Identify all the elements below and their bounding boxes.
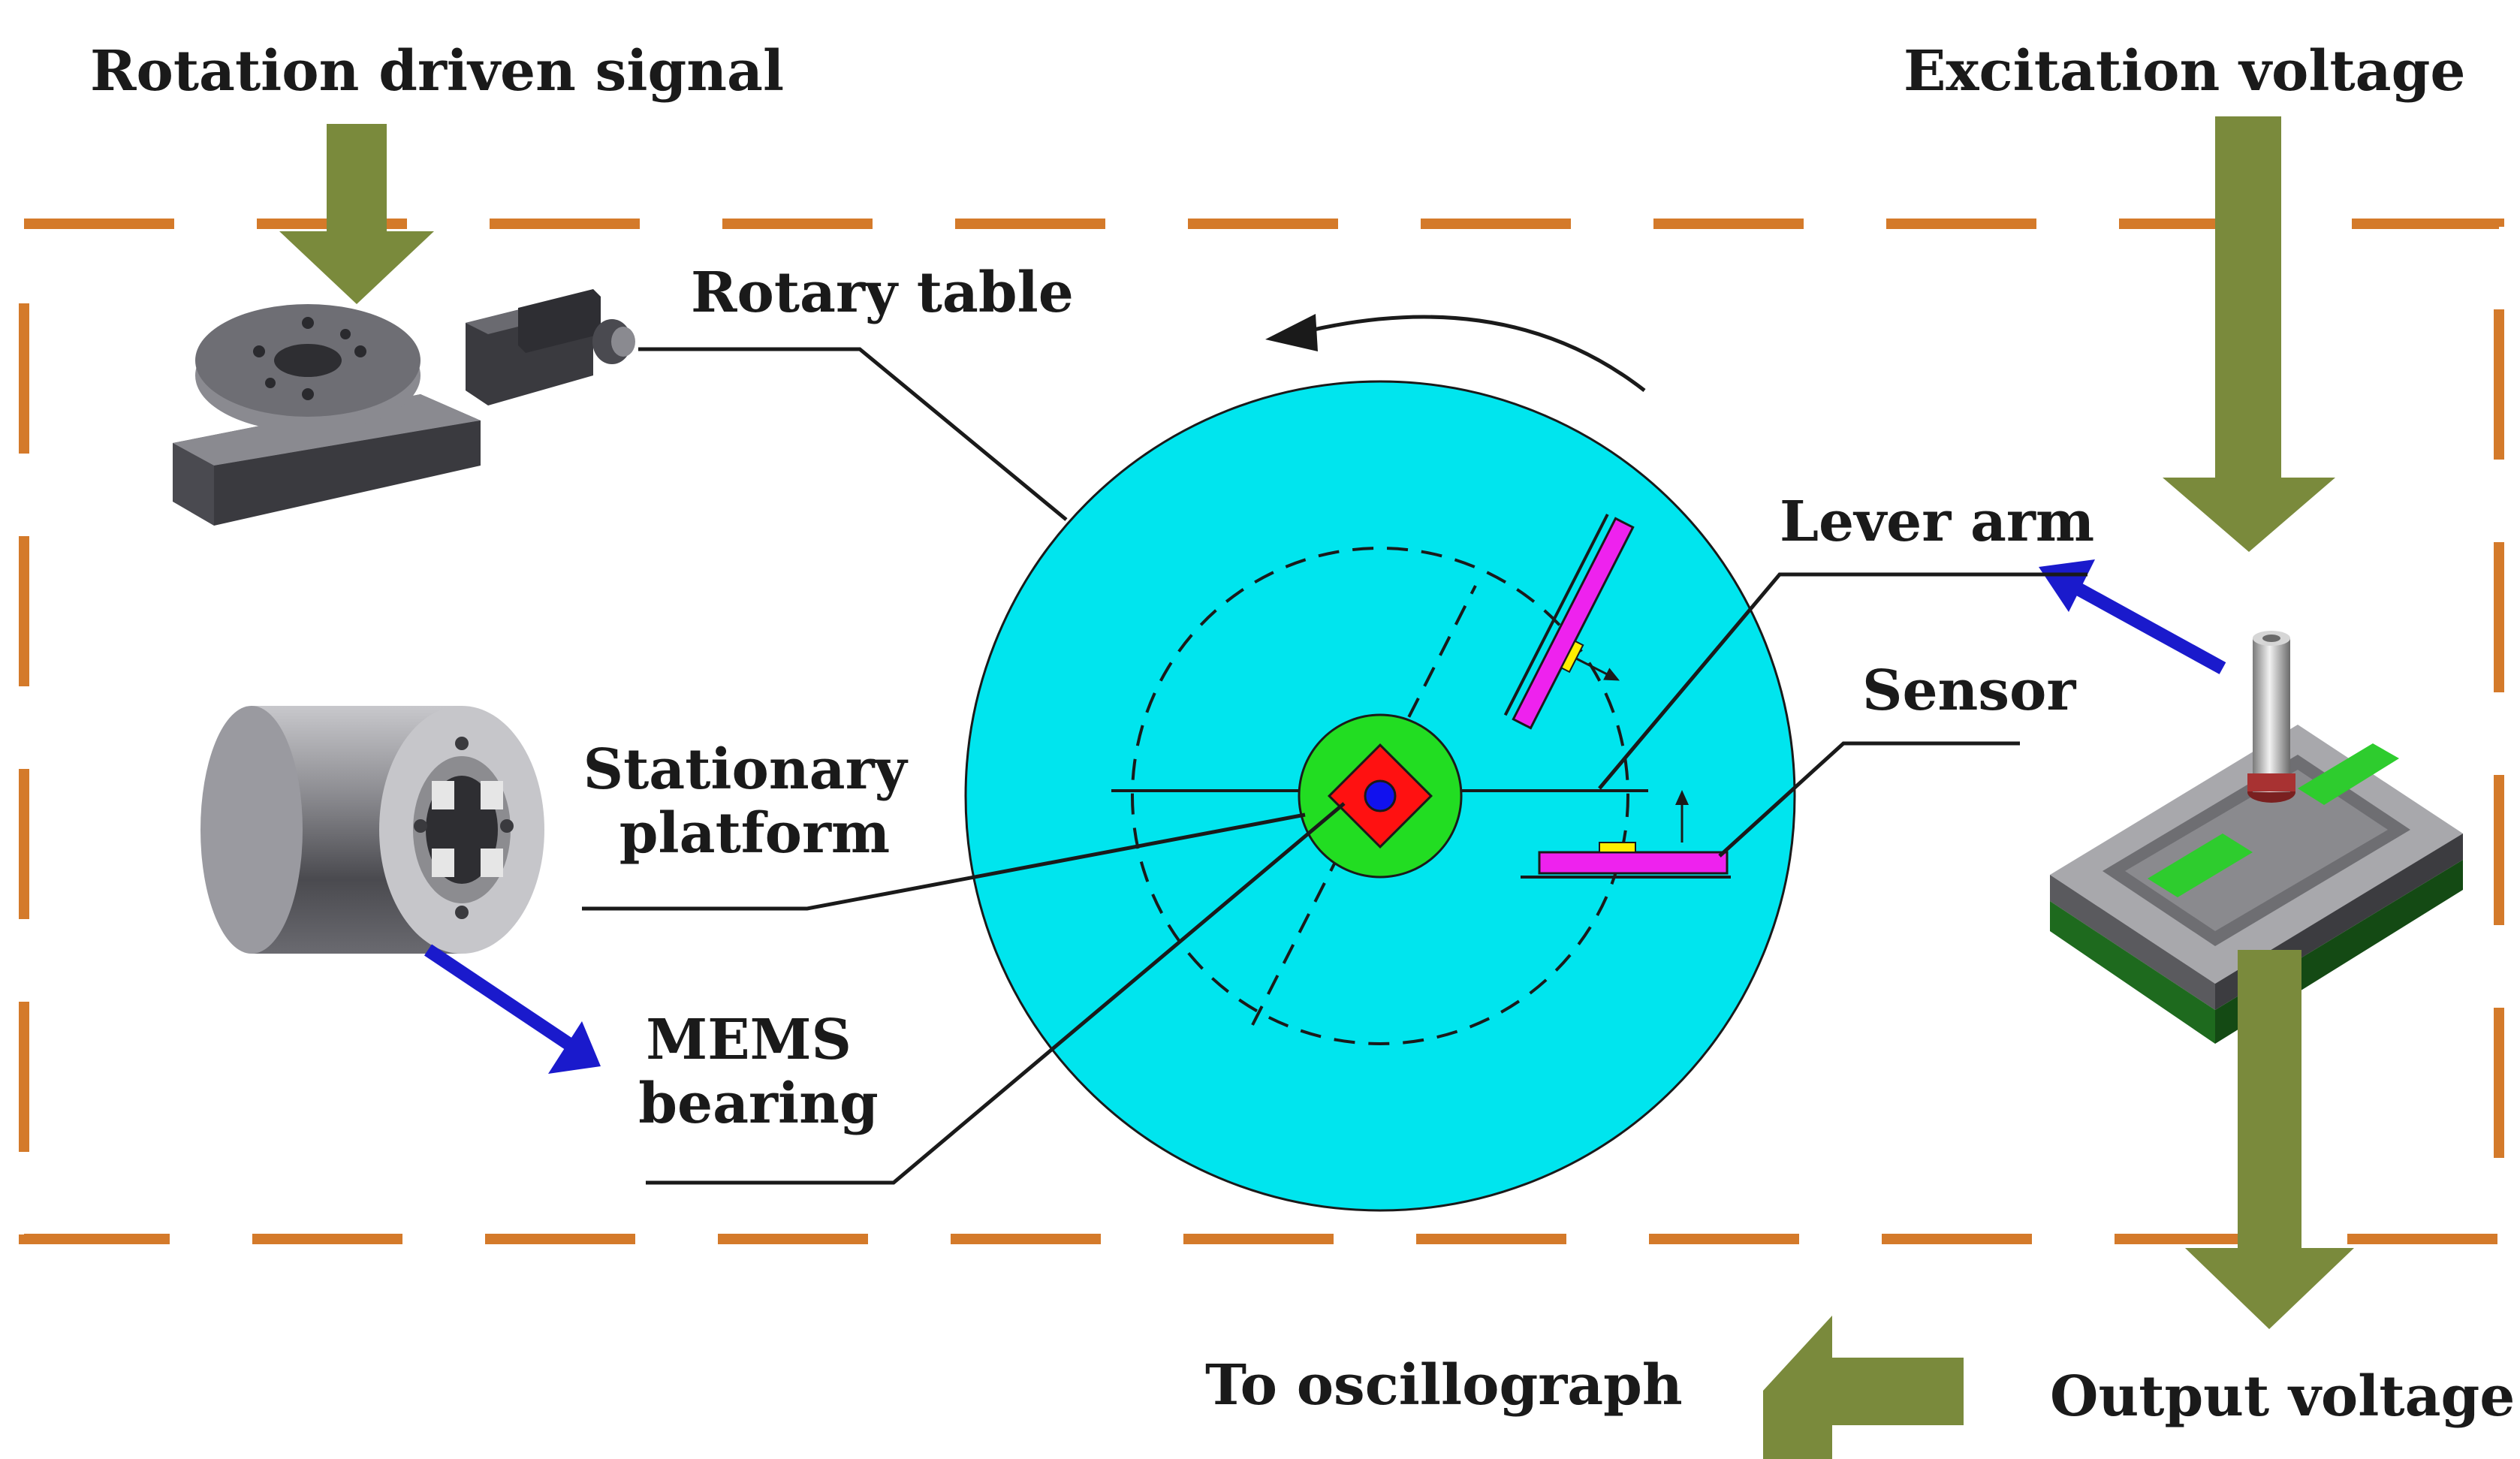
- sensor-leader: [1718, 741, 2020, 858]
- rotation-direction-arrow: [1265, 314, 1646, 392]
- oscillograph-arrow: [1763, 1316, 1964, 1459]
- rotary-table-icon: [173, 289, 635, 526]
- mems-pointer-arrow: [424, 944, 601, 1074]
- horizontal-cantilever: [1521, 790, 1731, 879]
- rotation-driven-signal-label: Rotation driven signal: [90, 39, 784, 104]
- stationary-platform-label-line1: Stationary: [583, 737, 909, 802]
- excitation-voltage-label: Excitation voltage: [1904, 39, 2465, 104]
- lever-arm-leader: [1598, 572, 2087, 790]
- stationary-platform-label-line2: platform: [619, 801, 890, 866]
- mems-bearing-label-line1: MEMS: [646, 1008, 852, 1072]
- output-voltage-arrow: [2185, 950, 2354, 1329]
- excitation-voltage-arrow: [2163, 116, 2335, 552]
- stationary-platform-label: Stationary platform: [583, 737, 927, 866]
- to-oscillograph-label: To oscillograph: [1205, 1353, 1683, 1418]
- stationary-platform-leader: [582, 812, 1306, 911]
- mems-bearing-label: MEMS bearing: [638, 1008, 878, 1136]
- system-boundary-frame: [19, 219, 2504, 1244]
- rotary-table-label: Rotary table: [691, 261, 1074, 325]
- lever-arm-label: Lever arm: [1780, 490, 2094, 554]
- output-voltage-label: Output voltage: [2050, 1364, 2515, 1429]
- mems-bearing-label-line2: bearing: [638, 1072, 878, 1136]
- rotary-table-leader: [638, 347, 1068, 521]
- rotation-signal-arrow: [279, 124, 434, 304]
- mems-bearing-leader: [646, 802, 1346, 1185]
- tilted-cantilever: [1503, 514, 1635, 730]
- sensor-label: Sensor: [1862, 659, 2076, 723]
- mems-bearing-icon: [200, 706, 544, 954]
- circular-path-dashed: [1131, 547, 1629, 1045]
- center-dot: [1364, 779, 1397, 812]
